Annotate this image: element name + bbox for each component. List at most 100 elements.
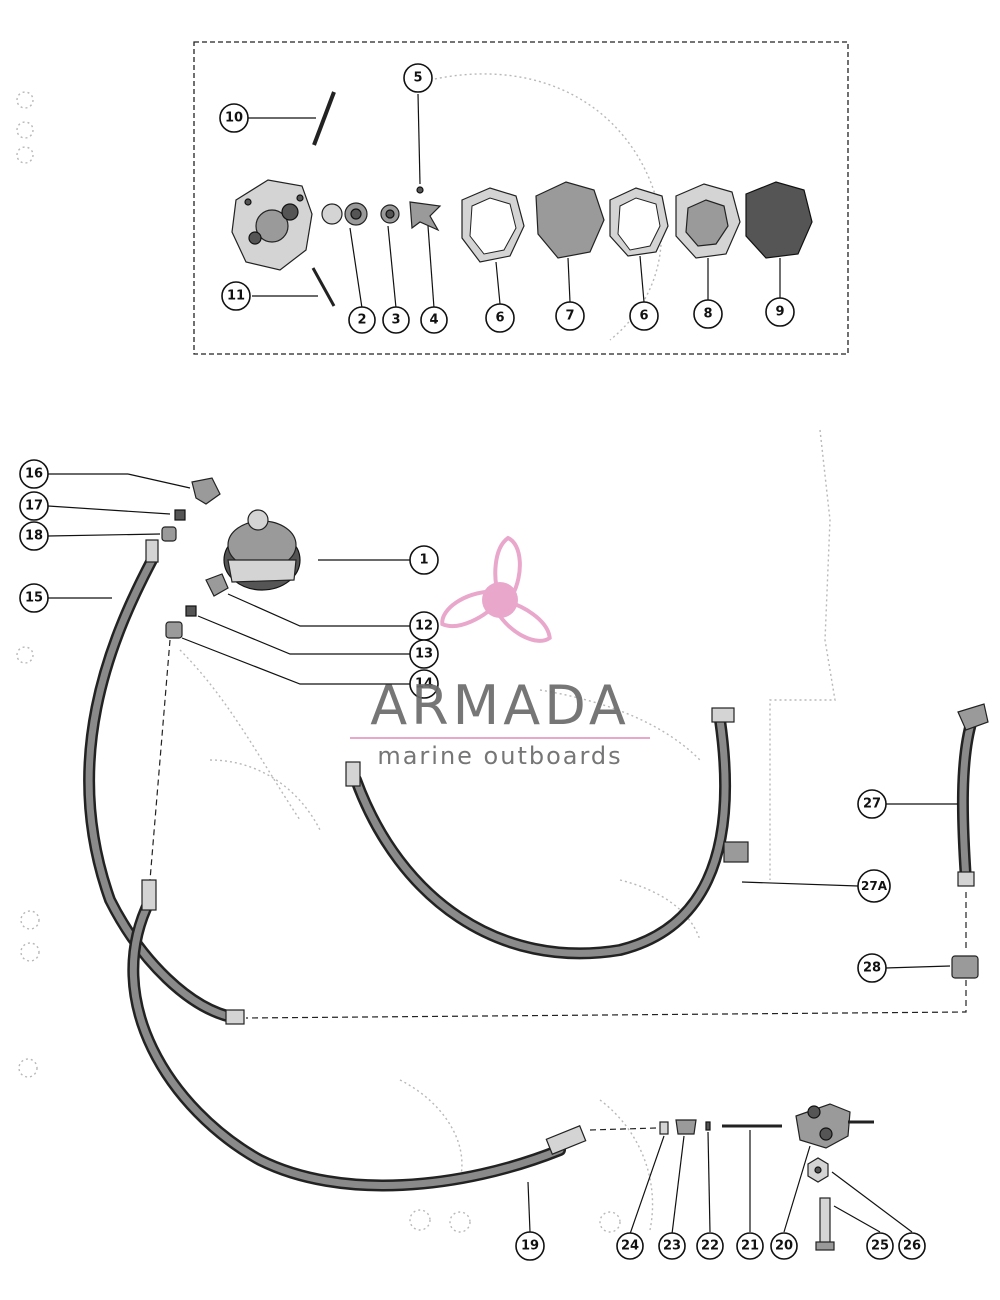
callout-26: 26 — [898, 1232, 926, 1260]
elbow-fitting-part — [191, 477, 221, 505]
svg-text:25: 25 — [871, 1239, 889, 1254]
svg-text:27: 27 — [863, 797, 881, 812]
nut-26-part — [807, 1157, 829, 1183]
svg-text:14: 14 — [415, 677, 433, 692]
propeller-logo-icon — [434, 535, 559, 651]
armada-watermark: ARMADA marine outboards — [350, 535, 650, 770]
svg-text:15: 15 — [25, 591, 43, 606]
callout-10: 10 — [219, 103, 249, 133]
callout-19: 19 — [515, 1231, 545, 1261]
leader-16-d — [127, 473, 191, 489]
fuel-hose-27 — [956, 703, 989, 887]
callout-3: 3 — [382, 306, 410, 334]
retainer-clip-part — [409, 201, 442, 232]
callout-4: 4 — [420, 306, 448, 334]
callout-15: 15 — [19, 583, 49, 613]
fuel-hose-15 — [83, 539, 245, 1025]
screw-25-part — [815, 1197, 835, 1251]
leader-12 — [227, 593, 410, 627]
callout-6-first: 6 — [485, 303, 515, 333]
ferrule-17-part — [174, 509, 186, 521]
leader-28 — [885, 965, 951, 969]
leader-18 — [47, 533, 161, 537]
svg-text:16: 16 — [25, 467, 43, 482]
callout-9: 9 — [765, 297, 795, 327]
small-screw-part — [416, 186, 424, 194]
dash-28 — [245, 980, 967, 1019]
svg-text:20: 20 — [775, 1239, 793, 1254]
spring-23-part — [675, 1119, 697, 1135]
seal-22-part — [705, 1121, 711, 1131]
fuel-hose-19 — [127, 879, 587, 1192]
top-group-leaders — [248, 93, 781, 309]
exploded-group-frame — [193, 41, 849, 355]
svg-text:18: 18 — [25, 529, 43, 544]
callout-24: 24 — [616, 1232, 644, 1260]
callout-11: 11 — [221, 281, 251, 311]
check-valve-part — [344, 202, 368, 226]
callout-7: 7 — [555, 301, 585, 331]
valve-retainer-part — [380, 204, 400, 224]
svg-text:6: 6 — [495, 311, 504, 326]
callout-21: 21 — [736, 1232, 764, 1260]
brand-tagline: marine outboards — [377, 742, 622, 770]
ghost-background — [16, 73, 836, 1233]
callout-16: 16 — [19, 459, 49, 489]
callout-12: 12 — [409, 611, 439, 641]
callout-27: 27 — [857, 789, 887, 819]
svg-text:8: 8 — [703, 307, 712, 322]
svg-text:2: 2 — [357, 313, 366, 328]
callout-23: 23 — [658, 1232, 686, 1260]
svg-text:13: 13 — [415, 647, 433, 662]
leader-27a — [741, 881, 859, 887]
callout-18: 18 — [19, 521, 49, 551]
fuel-hose-27a — [345, 707, 749, 960]
leader-14 — [181, 637, 410, 685]
fuel-pump-assembly — [223, 509, 301, 591]
fuel-connector-20 — [795, 1103, 874, 1149]
callout-25: 25 — [866, 1232, 894, 1260]
check-disc-part — [321, 203, 343, 225]
callout-14: 14 — [409, 669, 439, 699]
callout-17: 17 — [19, 491, 49, 521]
svg-text:7: 7 — [565, 309, 574, 324]
callout-6-second: 6 — [629, 301, 659, 331]
svg-text:10: 10 — [225, 111, 243, 126]
bottom-leaders — [629, 1130, 913, 1235]
callout-22: 22 — [696, 1232, 724, 1260]
svg-text:24: 24 — [621, 1239, 639, 1254]
brand-wordmark: ARMADA — [370, 674, 630, 737]
diaphragm-part — [535, 181, 605, 259]
callout-1: 1 — [409, 545, 439, 575]
callout-27a: 27A — [857, 869, 891, 903]
screw-11-part — [311, 267, 336, 307]
svg-text:17: 17 — [25, 499, 43, 514]
callout-5: 5 — [403, 63, 433, 93]
callout-20: 20 — [770, 1232, 798, 1260]
leader-17 — [47, 505, 171, 515]
svg-text:22: 22 — [701, 1239, 719, 1254]
pump-base-part — [745, 181, 813, 259]
svg-text:9: 9 — [775, 305, 784, 320]
svg-text:6: 6 — [639, 309, 648, 324]
svg-text:5: 5 — [413, 71, 422, 86]
dash-15 — [149, 639, 171, 881]
leader-19 — [527, 1181, 531, 1233]
svg-text:26: 26 — [903, 1239, 921, 1254]
nut-18-part — [161, 526, 177, 542]
callout-8: 8 — [693, 299, 723, 329]
screw-10-part — [312, 91, 336, 146]
leader-13 — [197, 615, 410, 655]
nut-14-part — [165, 621, 183, 639]
pump-cover-casting — [231, 179, 313, 271]
svg-text:12: 12 — [415, 619, 433, 634]
fitting-12-part — [205, 573, 229, 597]
callout-13: 13 — [409, 639, 439, 669]
svg-text:23: 23 — [663, 1239, 681, 1254]
svg-text:21: 21 — [741, 1239, 759, 1254]
svg-text:3: 3 — [391, 313, 400, 328]
svg-text:4: 4 — [429, 313, 438, 328]
svg-text:19: 19 — [521, 1239, 539, 1254]
svg-text:11: 11 — [227, 289, 245, 304]
